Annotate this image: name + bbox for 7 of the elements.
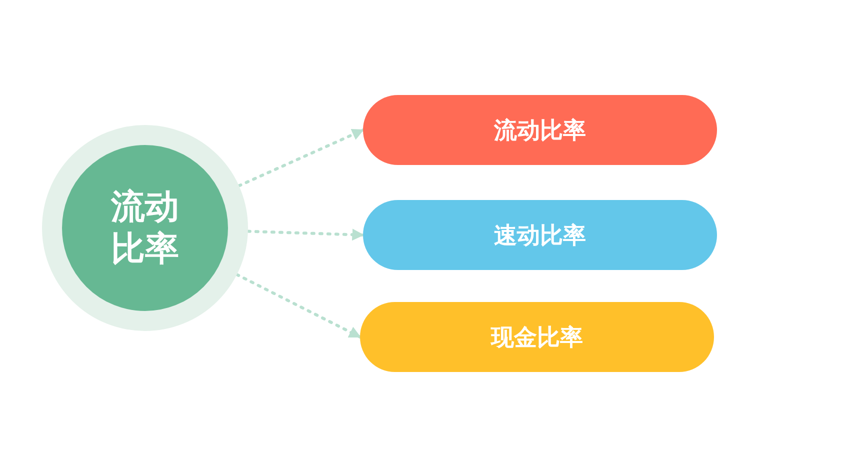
- dotted-arrow: [237, 128, 364, 188]
- circle-label: 流动比率: [110, 186, 180, 270]
- pill-label: 速动比率: [494, 222, 586, 250]
- pill-label: 现金比率: [491, 324, 583, 352]
- dotted-arrow: [235, 273, 362, 338]
- pill-label: 流动比率: [494, 116, 586, 146]
- dotted-arrow: [246, 228, 364, 241]
